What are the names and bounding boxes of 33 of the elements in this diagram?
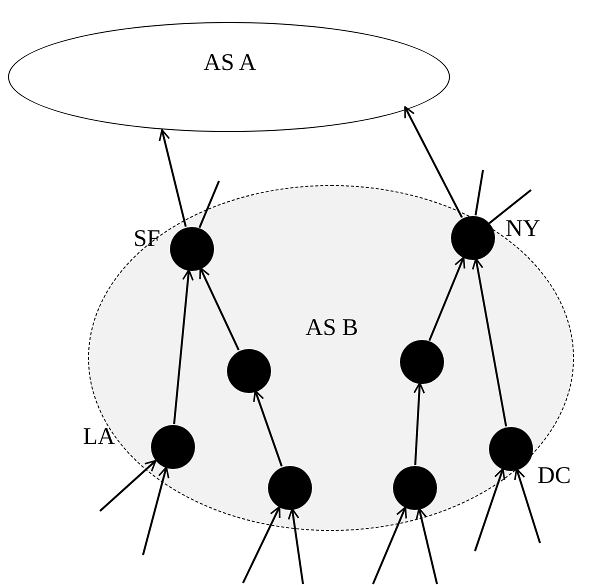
node-label: LA [83, 425, 115, 449]
router-node [451, 216, 495, 260]
arrow [242, 506, 280, 584]
router-node [393, 466, 437, 510]
arrow [474, 468, 506, 552]
as-label: AS A [204, 51, 256, 75]
node-label: SF [134, 227, 160, 251]
arrow [404, 106, 463, 218]
arrow [199, 267, 240, 350]
node-label: NY [506, 217, 540, 241]
arrow [514, 468, 541, 544]
arrow [428, 256, 466, 342]
arrow [288, 508, 304, 584]
arrow [253, 390, 283, 467]
router-node [268, 466, 312, 510]
arrow [472, 258, 508, 427]
arrow [142, 466, 170, 556]
router-node [151, 425, 195, 469]
router-node [227, 349, 271, 393]
node-label: DC [538, 464, 571, 488]
as-label: AS B [306, 316, 358, 340]
router-node [400, 340, 444, 384]
arrow [173, 269, 194, 424]
link-line [474, 170, 484, 216]
arrow [99, 460, 156, 512]
arrow [416, 508, 438, 584]
router-node [489, 427, 533, 471]
router-node [170, 227, 214, 271]
link-line [488, 189, 532, 224]
arrow [158, 129, 187, 227]
link-line [198, 180, 220, 228]
arrow [372, 506, 407, 584]
arrow [413, 382, 426, 466]
